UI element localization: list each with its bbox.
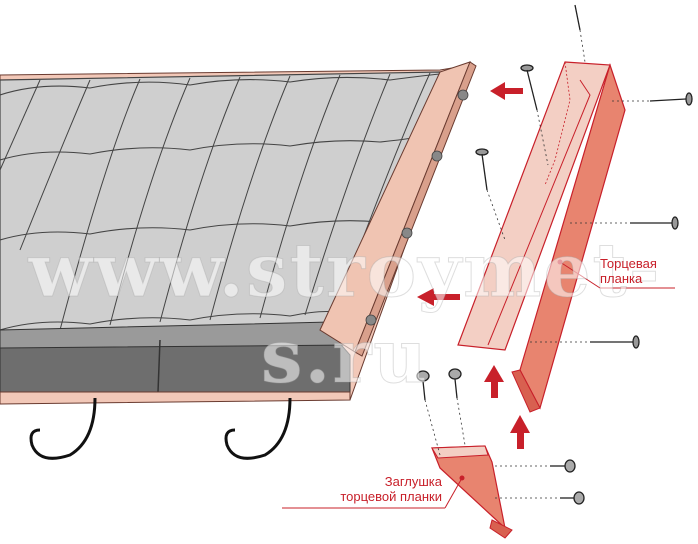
batten-hole: [401, 227, 413, 239]
arrow-left-icon: [490, 82, 523, 100]
nail-icon: [475, 148, 489, 191]
nail-icon: [630, 216, 679, 230]
end-strip-label-line1: Торцевая: [600, 256, 657, 271]
batten-holes: [365, 89, 469, 326]
fasteners: [416, 4, 693, 505]
label-dot: [459, 475, 465, 481]
screw-icon: [416, 370, 430, 401]
label-leaders: [282, 261, 675, 509]
batten-hole: [365, 314, 377, 326]
end-strip-back-face: [457, 61, 611, 351]
arrow-up-icon: [510, 415, 530, 449]
arrow-up-icon: [484, 365, 504, 398]
end-cap-label-line1: Заглушка: [384, 474, 442, 489]
gutter-hooks: [29, 397, 292, 460]
end-batten-edge: [354, 61, 477, 357]
nail-icon: [520, 64, 538, 111]
roof-assembly: [0, 61, 477, 405]
tile-rows: [0, 73, 441, 331]
end-cap-part: [431, 445, 513, 539]
end-strip-part: [457, 61, 626, 413]
end-cap-label-line2: торцевой планки: [340, 489, 442, 504]
nail-icon: [590, 335, 640, 349]
gutter-hook-icon: [29, 397, 97, 460]
eave-board: [0, 391, 351, 405]
arrow-left-icon: [417, 288, 460, 306]
end-strip-front-face: [511, 369, 541, 413]
end-cap-body: [431, 445, 506, 530]
end-strip-label: Торцевая планка: [600, 256, 657, 286]
batten-hole: [431, 150, 443, 162]
end-strip-label-line2: планка: [600, 271, 643, 286]
arrows: [417, 82, 530, 449]
end-strip-fold: [487, 79, 591, 346]
screw-icon: [448, 368, 462, 399]
end-cap-label: Заглушка торцевой планки: [282, 474, 442, 504]
gutter-hook-icon: [224, 397, 292, 460]
nail-icon: [649, 92, 693, 106]
label-dot: [557, 259, 563, 265]
end-cap-top: [431, 445, 489, 459]
nail-icon: [574, 4, 581, 31]
screw-icon: [550, 459, 576, 473]
end-cap-tab: [489, 519, 513, 539]
screw-icon: [560, 491, 585, 505]
batten-hole: [457, 89, 469, 101]
guide-lines: [424, 29, 650, 499]
